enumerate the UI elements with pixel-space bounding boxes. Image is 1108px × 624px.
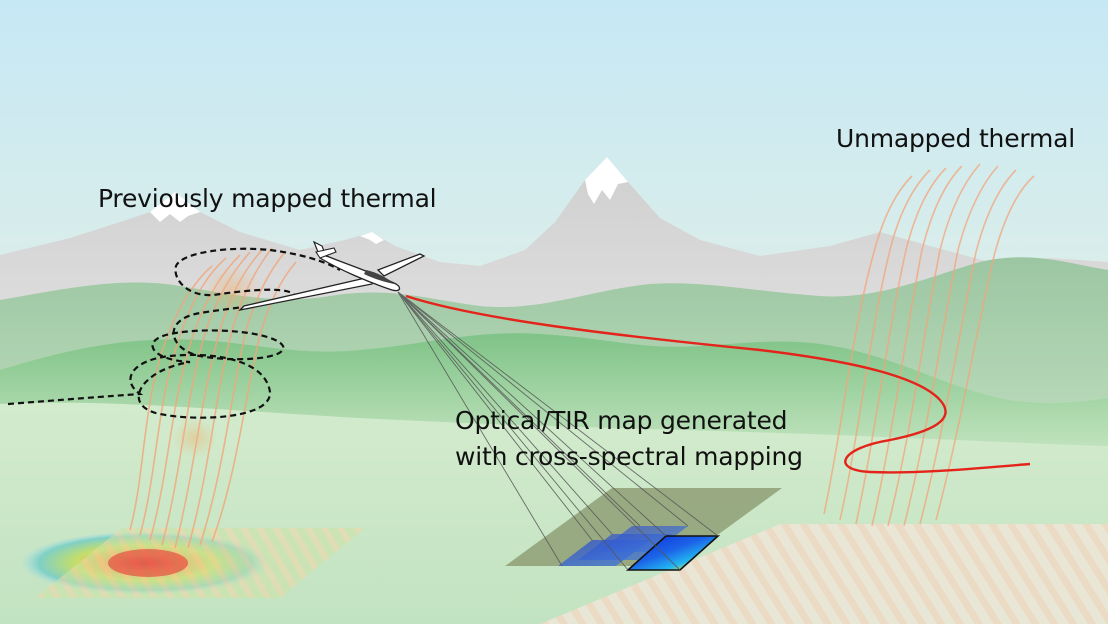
snow-cap-left: [150, 192, 200, 222]
planned-path-to-unmapped-thermal: [405, 294, 1031, 474]
optical-tir-map-label-line2: with cross-spectral mapping: [455, 442, 803, 471]
previously-mapped-thermal-label: Previously mapped thermal: [98, 184, 437, 213]
tir-tile-3: [598, 526, 688, 552]
optical-tir-map-label-line1: Optical/TIR map generated: [455, 406, 788, 435]
unmapped-ground-stripes: [540, 524, 1108, 624]
camera-rays: [397, 291, 719, 571]
glider-icon: [238, 240, 426, 312]
snow-cap-center: [585, 157, 628, 204]
optical-tir-map-label: Optical/TIR map generated with cross-spe…: [455, 403, 803, 475]
unmapped-thermal-label: Unmapped thermal: [836, 124, 1076, 153]
thermal-heatmap-icon: [20, 528, 365, 598]
snow-cap-right: [360, 232, 384, 244]
flown-spiral-path: [7, 247, 341, 419]
optical-tir-map: [505, 488, 782, 571]
